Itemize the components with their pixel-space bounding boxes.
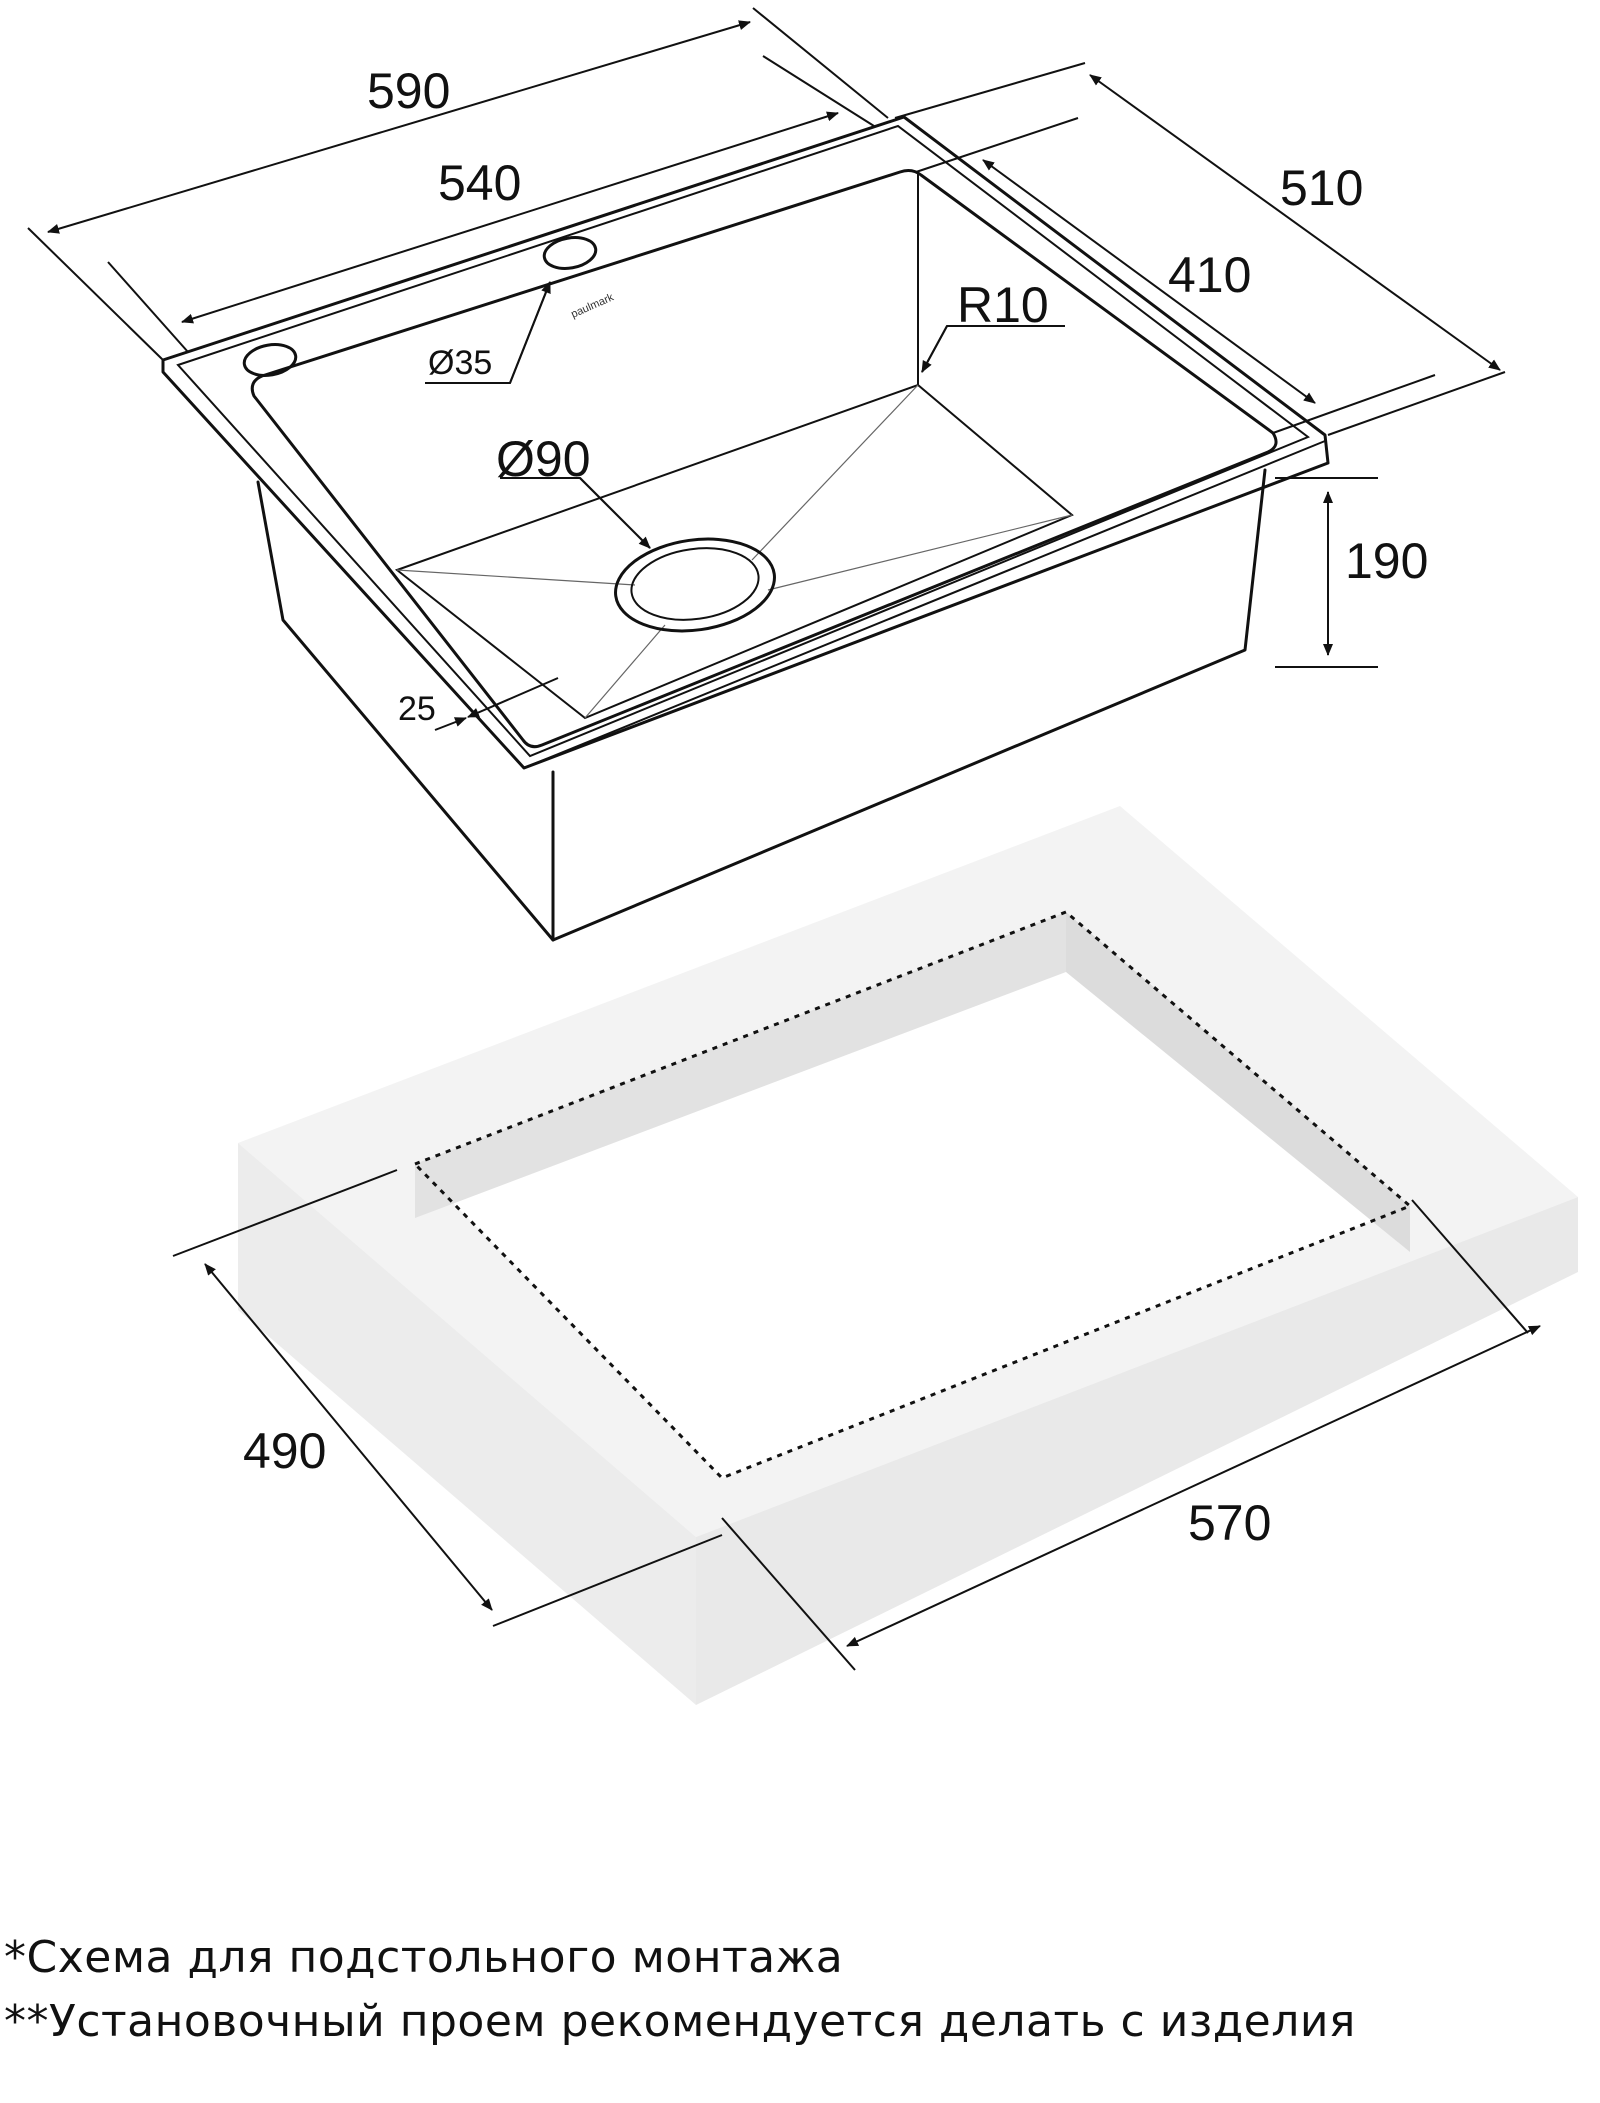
- tap-hole-right: [542, 236, 598, 270]
- countertop-top-surface: [238, 806, 1578, 1537]
- overall-depth-label: 510: [1280, 160, 1363, 216]
- brand-mark: paulmark: [569, 291, 616, 321]
- sink: paulmark: [161, 115, 1330, 942]
- cutout-width-label: 570: [1188, 1495, 1271, 1551]
- sink-dimensions: 590 540 510 410 R10 Ø35 Ø90 190: [27, 7, 1506, 731]
- corner-radius-label: R10: [957, 277, 1049, 333]
- bowl-depth-label: 410: [1168, 247, 1251, 303]
- tap-hole-left: [242, 343, 298, 377]
- footnotes: *Схема для подстольного монтажа **Устано…: [4, 1926, 1594, 2054]
- drain-outer: [614, 537, 776, 633]
- rim-width-label: 25: [398, 690, 436, 728]
- bowl-opening: [250, 169, 1278, 749]
- drain-label: Ø90: [496, 431, 591, 487]
- overall-width-label: 590: [367, 63, 450, 119]
- cutout-depth-label: 490: [243, 1423, 326, 1479]
- drain-inner: [630, 547, 760, 621]
- bowl-height-label: 190: [1345, 533, 1428, 589]
- bowl-width-label: 540: [438, 155, 521, 211]
- note-cutout: **Установочный проем рекомендуется делат…: [4, 1996, 1356, 2047]
- cutout-outline: [412, 910, 1413, 1480]
- countertop-cutout: 490 570: [172, 806, 1578, 1705]
- cutout-back-wall: [415, 912, 1066, 1218]
- cutout-right-wall: [1066, 912, 1410, 1252]
- note-undermount: *Схема для подстольного монтажа: [4, 1932, 844, 1983]
- sink-rim: [161, 115, 1330, 770]
- tap-hole-label: Ø35: [428, 344, 492, 382]
